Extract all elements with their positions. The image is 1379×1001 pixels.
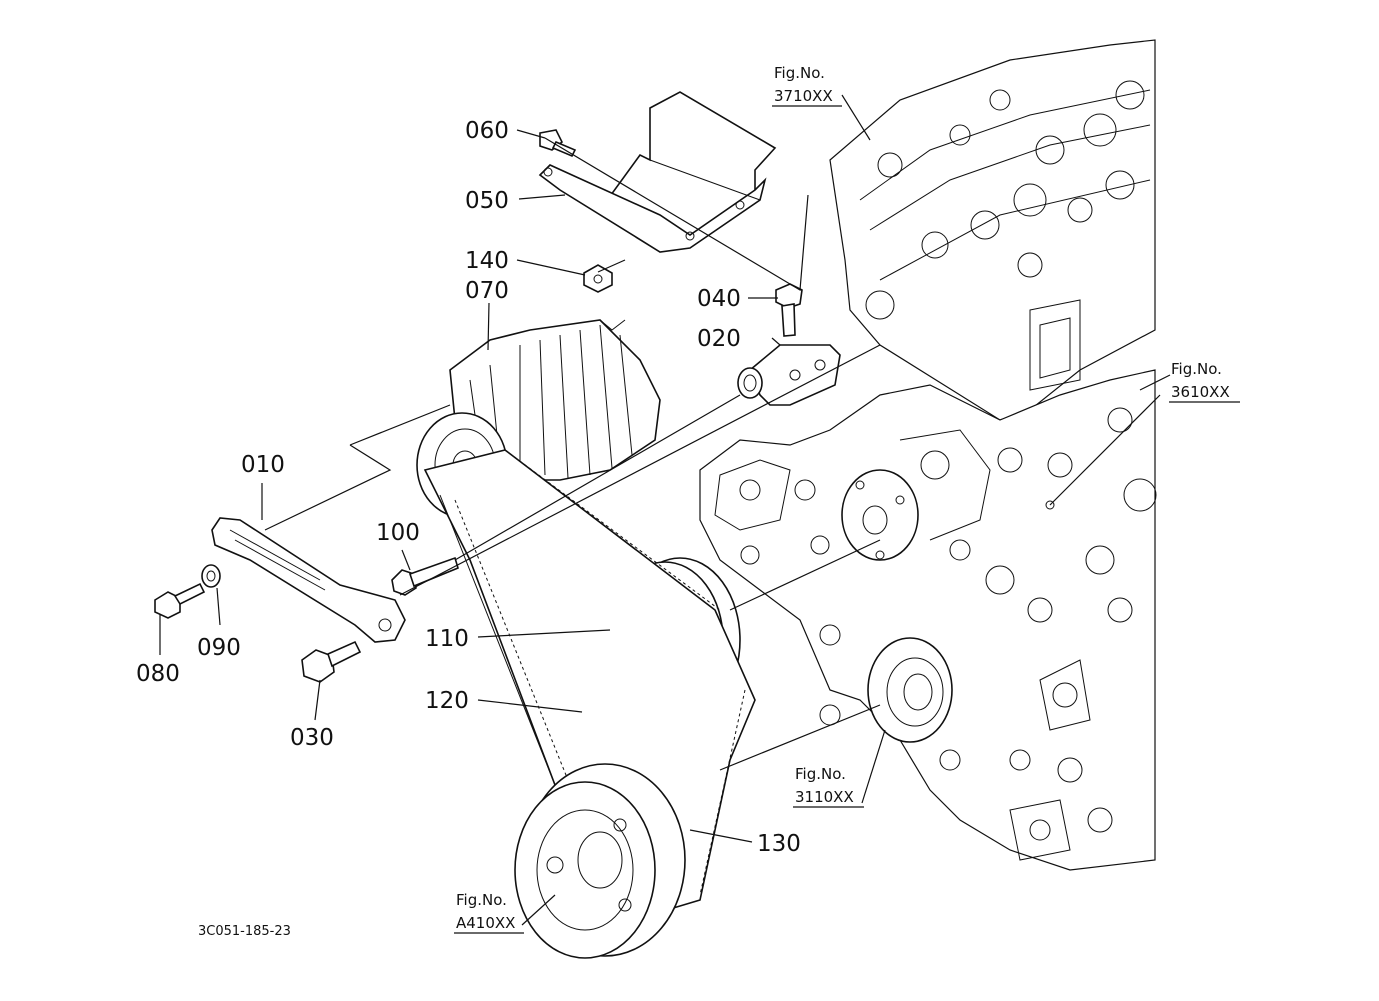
label-020: 020 [697,326,741,352]
drawing-code: 3C051-185-23 [198,924,291,939]
label-090: 090 [197,635,241,661]
fig-ref-a410xx-number: A410XX [456,914,515,932]
adjusting-link-010 [211,517,406,643]
fig-ref-a410xx-prefix: Fig.No. [456,891,507,909]
fig-ref-3110xx-prefix: Fig.No. [795,765,846,783]
label-010: 010 [241,452,285,478]
label-030: 030 [290,725,334,751]
leader-lines [159,94,1171,926]
label-050: 050 [465,188,509,214]
label-060: 060 [465,118,509,144]
label-100: 100 [376,520,420,546]
v-belt-130 [423,449,756,916]
engine-block-drawing [699,39,1157,871]
fig-ref-3610xx-number: 3610XX [1171,383,1230,401]
bolt-030 [301,640,362,683]
fig-ref-3710xx: Fig.No. 3710XX [772,64,842,107]
fig-ref-3110xx: Fig.No. 3110XX [793,765,864,808]
fig-ref-3610xx-prefix: Fig.No. [1171,360,1222,378]
nut-140 [583,264,613,293]
label-080: 080 [136,661,180,687]
label-140: 140 [465,248,509,274]
label-110: 110 [425,626,469,652]
label-130: 130 [757,831,801,857]
fig-ref-a410xx: Fig.No. A410XX [454,891,524,934]
fig-ref-3610xx: Fig.No. 3610XX [1169,360,1240,403]
fig-ref-3710xx-prefix: Fig.No. [774,64,825,82]
label-040: 040 [697,286,741,312]
bolt-040 [775,283,803,337]
cover-plate-050 [538,91,777,253]
fig-ref-3710xx-number: 3710XX [774,87,833,105]
crank-pulley [514,763,686,959]
label-120: 120 [425,688,469,714]
bracket-020 [737,344,841,406]
bolt-100 [391,556,459,596]
fig-ref-3110xx-number: 3110XX [795,788,854,806]
bolt-080 [154,582,206,619]
label-070: 070 [465,278,509,304]
washer-090 [201,564,221,588]
